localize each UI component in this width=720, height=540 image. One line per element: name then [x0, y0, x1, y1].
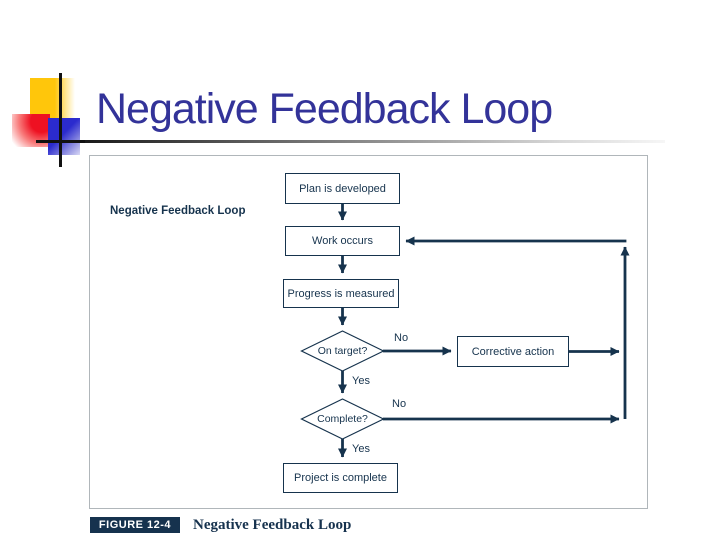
figure-frame: Negative Feedback Loop Plan is developed… — [89, 155, 648, 509]
decision-on-target-diamond — [300, 330, 385, 372]
ornament-blue-square — [48, 118, 80, 155]
title-underline — [85, 140, 665, 143]
figure-number-badge: FIGURE 12-4 — [90, 517, 180, 533]
branch-label-on-target-yes: Yes — [352, 375, 370, 387]
branch-label-complete-yes: Yes — [352, 443, 370, 455]
figure-caption: Negative Feedback Loop — [193, 517, 352, 533]
decision-complete-diamond — [300, 398, 385, 440]
flow-node-project: Project is complete — [283, 463, 398, 493]
flowchart-connectors — [300, 204, 630, 458]
flow-node-corrective: Corrective action — [457, 336, 569, 367]
flow-node-plan: Plan is developed — [285, 173, 400, 204]
branch-label-on-target-no: No — [394, 332, 409, 344]
ornament-yellow-square — [30, 78, 75, 120]
ornament-vertical-line — [59, 73, 62, 167]
slide-title: Negative Feedback Loop — [96, 85, 553, 133]
flow-node-progress: Progress is measured — [283, 279, 399, 308]
flow-node-work: Work occurs — [285, 226, 400, 256]
branch-label-complete-no: No — [392, 398, 407, 410]
ornament-horizontal-line — [36, 140, 86, 143]
figure-inner-label: Negative Feedback Loop — [110, 205, 246, 217]
